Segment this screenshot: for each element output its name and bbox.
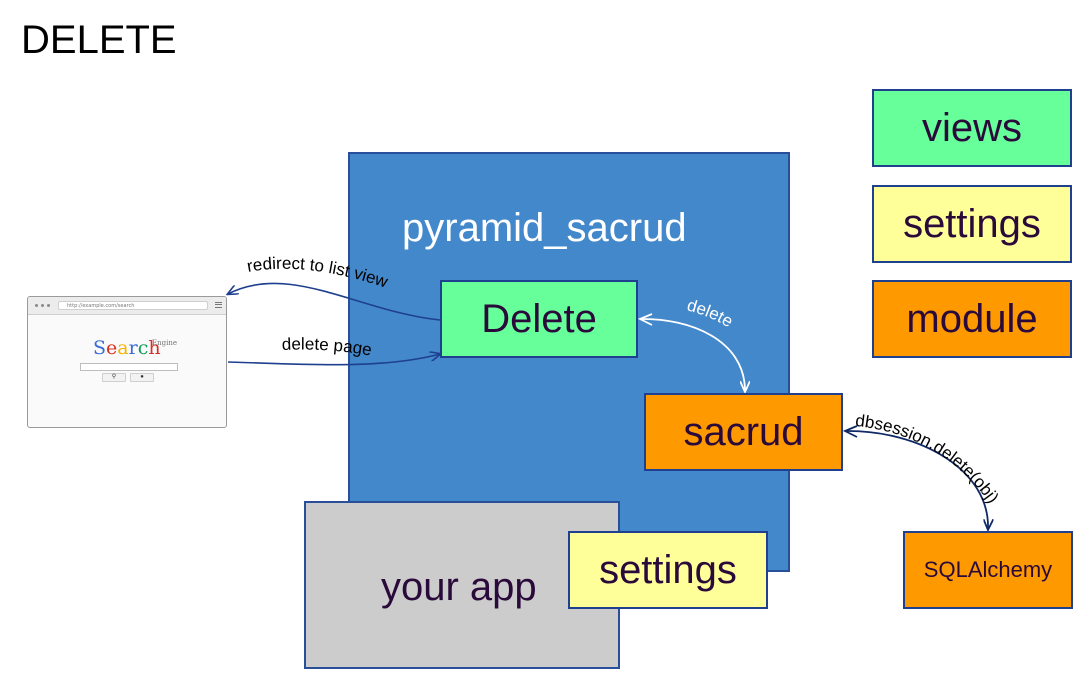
delete-arrowhead-start <box>637 313 653 326</box>
dbsession-label: dbsession.delete(obj) <box>854 411 1002 507</box>
lucky-icon: ● <box>130 373 154 382</box>
search-engine-sup: Engine <box>152 339 177 347</box>
delete-view-label: Delete <box>481 297 597 341</box>
magnifier-icon: ⚲ <box>102 373 126 382</box>
dbsession-arrow <box>844 430 988 529</box>
window-dot-icon <box>47 304 50 307</box>
redirect-label: redirect to list view <box>245 254 391 292</box>
your-app-label: your app <box>381 565 537 609</box>
window-dot-icon <box>41 304 44 307</box>
sacrud-module-node: sacrud <box>644 393 843 471</box>
delete-bidirectional-arrow <box>639 318 745 391</box>
legend-module: module <box>872 280 1072 358</box>
delete-edge-label: delete <box>685 296 736 332</box>
delete-page-label: delete page <box>281 334 373 359</box>
search-field <box>80 363 178 371</box>
sacrud-module-label: sacrud <box>683 410 804 454</box>
legend-settings-label: settings <box>903 202 1041 246</box>
dbsession-arrowhead-start <box>842 425 858 438</box>
delete-page-arrow <box>227 354 440 366</box>
browser-toolbar: http://example.com/search <box>28 297 226 315</box>
sqlalchemy-label: SQLAlchemy <box>923 557 1053 582</box>
legend-views: views <box>872 89 1072 167</box>
pyramid-sacrud-label: pyramid_sacrud <box>402 206 687 250</box>
app-settings-node: settings <box>568 531 768 609</box>
window-dot-icon <box>35 304 38 307</box>
legend-views-label: views <box>921 106 1023 150</box>
legend-module-label: module <box>906 297 1038 341</box>
redirect-arrow <box>228 282 441 321</box>
browser-window: http://example.com/search Search Engine … <box>27 296 227 428</box>
browser-url-bar: http://example.com/search <box>58 301 208 310</box>
menu-icon <box>215 302 222 308</box>
page-title: DELETE <box>21 18 177 62</box>
legend-settings: settings <box>872 185 1072 263</box>
sqlalchemy-node: SQLAlchemy <box>903 531 1073 609</box>
delete-view-node: Delete <box>440 280 638 358</box>
app-settings-label: settings <box>599 548 737 592</box>
search-engine-logo: Search <box>93 337 161 359</box>
